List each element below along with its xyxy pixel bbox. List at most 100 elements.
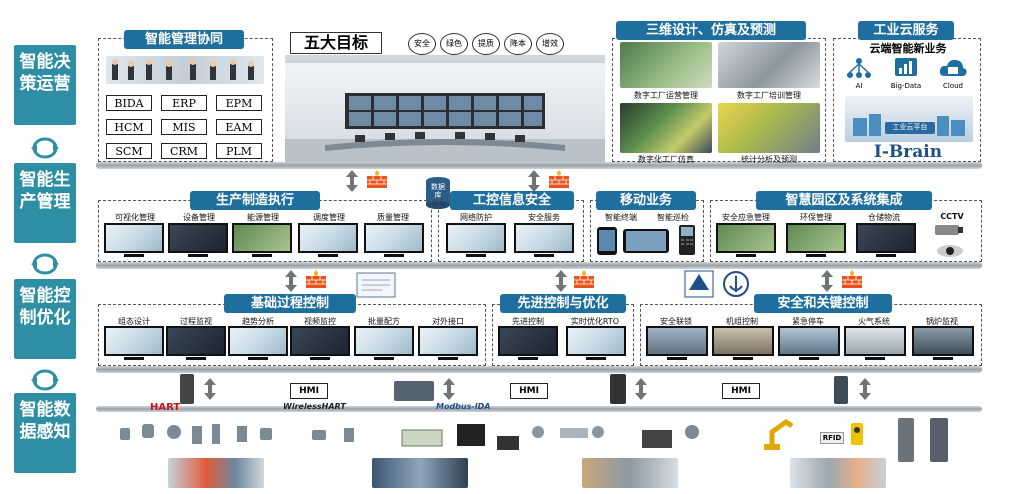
layer-band (96, 366, 982, 373)
controller-rack (394, 381, 434, 401)
sim-caption: 数字工厂培训管理 (737, 91, 801, 100)
system-erp: ERP (161, 95, 207, 111)
control-room-photo (285, 55, 605, 162)
prod-item: 调度管理 (313, 213, 345, 222)
ics-item: 网络防护 (460, 213, 492, 222)
safety-monitor (912, 326, 974, 356)
system-hcm: HCM (106, 119, 152, 135)
sim-caption: 统计分析及预测 (741, 155, 797, 164)
double-arrow-icon (859, 378, 871, 400)
monitor-stand (865, 357, 885, 360)
monitor-stand (188, 254, 208, 257)
certificate-icon (356, 272, 396, 298)
firewall-icon (549, 170, 569, 188)
monitor-stand (374, 357, 394, 360)
safety-monitor (844, 326, 906, 356)
layer-band (96, 262, 982, 269)
big-data-label: Big-Data (890, 82, 922, 90)
mobile-item: 智能巡检 (657, 213, 689, 222)
goal-efficiency: 增效 (536, 33, 564, 55)
hmi-box: HMI (510, 383, 548, 399)
sim-caption: 数字工厂运营管理 (634, 91, 698, 100)
cloud-subtitle: 云端智能新业务 (869, 42, 947, 55)
monitor-stand (310, 357, 330, 360)
basic-item: 组态设计 (118, 317, 150, 326)
prod-item: 设备管理 (183, 213, 215, 222)
adv-item: 实时优化RTO (570, 317, 620, 326)
park-item: 仓储物流 (868, 213, 900, 222)
controller-cabinet (610, 374, 626, 404)
double-arrow-icon (528, 170, 540, 192)
mobile-item: 智能终端 (605, 213, 637, 222)
tablet-icon (597, 227, 617, 255)
worker-photo (582, 458, 678, 488)
big-data-icon (895, 58, 917, 76)
goal-cost: 降本 (504, 33, 532, 55)
goal-quality: 提质 (472, 33, 500, 55)
side-label-decision: 智能决策运营 (14, 45, 76, 125)
prod-item: 质量管理 (377, 213, 409, 222)
hart-logo: HART (150, 402, 181, 413)
monitor-stand (733, 357, 753, 360)
monitor-stand (186, 357, 206, 360)
adv-monitor (498, 326, 558, 356)
park-monitor (786, 223, 846, 253)
safety-item: 紧急停车 (792, 317, 824, 326)
layer-band (96, 162, 982, 169)
monitor-stand (438, 357, 458, 360)
robot-arm-icon (764, 418, 794, 450)
system-plm: PLM (216, 143, 262, 159)
database-label: 数据库 (431, 183, 445, 199)
side-label-control: 智能控制优化 (14, 279, 76, 359)
controller-cabinet (834, 376, 848, 404)
prod-banner: 生产制造执行 (190, 191, 320, 210)
basic-monitor (418, 326, 478, 356)
monitor-stand (586, 357, 606, 360)
system-epm: EPM (216, 95, 262, 111)
modbus-logo: Modbus-IDA (436, 402, 491, 411)
worker-photo (790, 458, 886, 488)
sim-banner: 三维设计、仿真及预测 (616, 21, 806, 40)
basic-monitor (290, 326, 350, 356)
monitor-stand (318, 254, 338, 257)
cctv-camera-icon (935, 225, 963, 257)
side-label-sensing: 智能数据感知 (14, 393, 76, 473)
adv-monitor (566, 326, 626, 356)
basic-banner: 基础过程控制 (224, 294, 356, 313)
cycle-icon (31, 369, 59, 391)
firewall-icon (574, 270, 594, 288)
monitor-stand (248, 357, 268, 360)
safety-item: 安全联锁 (660, 317, 692, 326)
meeting-photo (106, 56, 264, 84)
prod-item: 可视化管理 (115, 213, 155, 222)
monitor-stand (384, 254, 404, 257)
sim-image-digital (620, 103, 712, 153)
safety-monitor (646, 326, 708, 356)
double-arrow-icon (346, 170, 358, 192)
monitor-stand (667, 357, 687, 360)
goal-green: 绿色 (440, 33, 468, 55)
basic-item: 过程监视 (180, 317, 212, 326)
safety-item: 锅炉监视 (926, 317, 958, 326)
park-monitor (716, 223, 776, 253)
monitor-stand (806, 254, 826, 257)
cloud-icon (939, 59, 967, 76)
park-item: 环保管理 (800, 213, 832, 222)
mgmt-banner: 智能管理协同 (124, 30, 244, 49)
prod-monitor (168, 223, 228, 253)
cloud-platform-photo (845, 96, 973, 142)
basic-monitor (354, 326, 414, 356)
tablet-icon (623, 229, 669, 253)
firewall-icon (842, 270, 862, 288)
basic-item: 对外接口 (432, 317, 464, 326)
system-mis: MIS (161, 119, 207, 135)
firewall-icon (367, 170, 387, 188)
monitor-stand (799, 357, 819, 360)
double-arrow-icon (821, 270, 833, 292)
system-bida: BIDA (106, 95, 152, 111)
park-banner: 智慧园区及系统集成 (756, 191, 932, 210)
basic-monitor (228, 326, 288, 356)
monitor-stand (124, 357, 144, 360)
basic-monitor (166, 326, 226, 356)
safety-banner: 安全和关键控制 (754, 294, 892, 313)
